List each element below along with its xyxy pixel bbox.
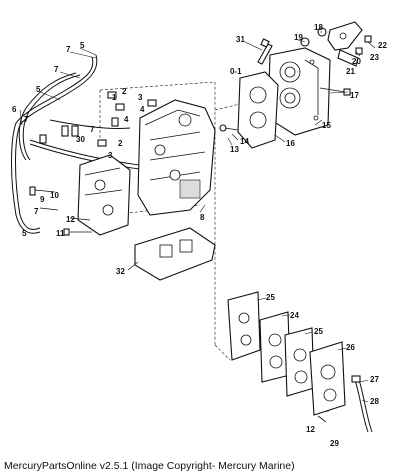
callout-7: 7 [24, 115, 29, 124]
callout-labels: 5 7 7 5 6 7 1 2 3 4 4 7 30 2 3 31 0-1 19… [12, 23, 387, 448]
callout-5: 5 [22, 229, 27, 238]
callout-26: 26 [346, 343, 355, 352]
callout-4: 4 [140, 105, 145, 114]
crankcase-half [77, 154, 131, 236]
callout-2: 2 [122, 87, 127, 96]
callout-29: 29 [330, 439, 339, 448]
callout-22: 22 [378, 41, 387, 50]
callout-1: 1 [112, 93, 117, 102]
head-gasket [237, 71, 279, 149]
hose-fittings [39, 91, 157, 147]
callout-8: 8 [200, 213, 205, 222]
cylinder-block [137, 99, 216, 216]
callout-16: 16 [286, 139, 295, 148]
callout-7: 7 [34, 207, 39, 216]
callout-7: 7 [90, 125, 95, 134]
callout-3: 3 [108, 151, 113, 160]
callout-27: 27 [370, 375, 379, 384]
callout-9: 9 [40, 195, 45, 204]
transfer-port-covers [227, 291, 346, 416]
spark-plug [257, 38, 273, 65]
callout-6: 6 [12, 105, 17, 114]
callout-28: 28 [370, 397, 379, 406]
callout-0-1: 0-1 [230, 67, 242, 76]
callout-5: 5 [80, 41, 85, 50]
callout-24: 24 [290, 311, 299, 320]
callout-10: 10 [50, 191, 59, 200]
callout-13: 13 [230, 145, 239, 154]
intake-gasket [134, 227, 216, 281]
callout-4: 4 [124, 115, 129, 124]
callout-15: 15 [322, 121, 331, 130]
callout-2: 2 [118, 139, 123, 148]
callout-12: 12 [306, 425, 315, 434]
callout-12: 12 [66, 215, 75, 224]
callout-11: 11 [56, 229, 65, 238]
callout-30: 30 [76, 135, 85, 144]
callout-18: 18 [314, 23, 323, 32]
copyright-notice: MercuryPartsOnline v2.5.1 (Image Copyrig… [4, 460, 295, 472]
callout-23: 23 [370, 53, 379, 62]
callout-leaders [19, 31, 376, 403]
callout-31: 31 [236, 35, 245, 44]
callout-5: 5 [36, 85, 41, 94]
callout-7: 7 [66, 45, 71, 54]
callout-17: 17 [350, 91, 359, 100]
callout-20: 20 [352, 57, 361, 66]
callout-7: 7 [54, 65, 59, 74]
callout-32: 32 [116, 267, 125, 276]
callout-14: 14 [240, 137, 249, 146]
cylinder-head [267, 47, 331, 136]
callout-21: 21 [346, 67, 355, 76]
callout-25: 25 [266, 293, 275, 302]
callout-19: 19 [294, 33, 303, 42]
linkage-bracket [300, 21, 372, 67]
bleed-hose [351, 375, 373, 433]
callout-3: 3 [138, 93, 143, 102]
callout-25: 25 [314, 327, 323, 336]
